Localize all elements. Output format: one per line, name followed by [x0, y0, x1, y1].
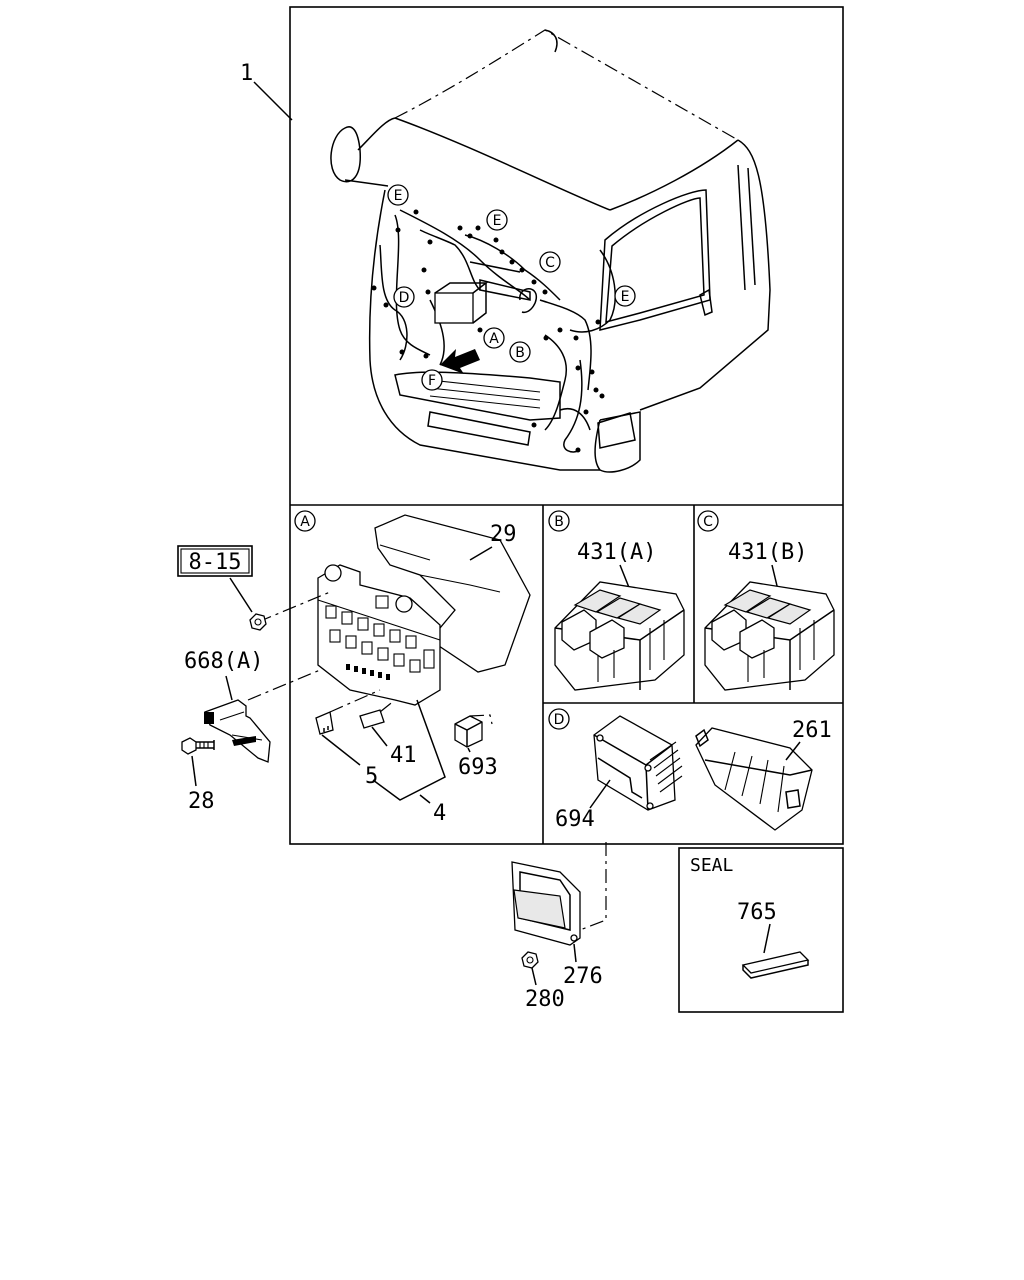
svg-text:E: E	[493, 213, 502, 229]
assembly-label: 1	[240, 61, 293, 121]
section-a-fuse-box: A 29	[247, 510, 531, 826]
svg-text:765: 765	[737, 900, 777, 925]
svg-text:F: F	[428, 373, 436, 389]
svg-text:8-15: 8-15	[189, 550, 242, 575]
section-c-relay-box-b: C 431(B)	[697, 510, 835, 691]
svg-text:D: D	[399, 290, 410, 306]
section-d-marker: D	[548, 708, 570, 730]
section-b-relay-box-a: B 431(A)	[548, 510, 685, 691]
callout-e-center: E	[486, 209, 508, 231]
svg-text:276: 276	[563, 964, 603, 989]
svg-text:A: A	[489, 331, 499, 347]
callout-a-main: A	[483, 327, 505, 349]
section-b-marker: B	[548, 510, 570, 532]
svg-text:E: E	[394, 188, 403, 204]
callout-d-main: D	[393, 286, 415, 308]
svg-text:C: C	[703, 514, 713, 530]
callout-c-main: C	[539, 251, 561, 273]
section-d-controller: D 694 261	[548, 708, 832, 832]
ecu-parts: 276 280	[511, 842, 607, 1012]
callout-f-main: F	[421, 369, 443, 391]
callout-e-left: E	[387, 184, 409, 206]
callout-markers: E E C E D A B F	[387, 184, 636, 391]
svg-text:4: 4	[433, 801, 446, 826]
section-c-marker: C	[697, 510, 719, 532]
svg-text:29: 29	[490, 522, 517, 547]
section-a-marker: A	[294, 510, 316, 532]
svg-text:5: 5	[365, 764, 378, 789]
svg-text:668(A): 668(A)	[184, 649, 263, 674]
seal-section: SEAL 765	[690, 855, 810, 979]
callout-b-main: B	[509, 341, 531, 363]
svg-text:693: 693	[458, 755, 498, 780]
svg-text:41: 41	[390, 743, 417, 768]
svg-text:694: 694	[555, 807, 595, 832]
callout-e-right: E	[614, 285, 636, 307]
svg-text:E: E	[621, 289, 630, 305]
svg-text:431(B): 431(B)	[728, 540, 807, 565]
svg-text:C: C	[545, 255, 555, 271]
svg-text:D: D	[554, 712, 565, 728]
external-parts-left: 8-15 668(A) 28	[177, 545, 271, 814]
svg-text:B: B	[515, 345, 525, 361]
svg-text:261: 261	[792, 718, 832, 743]
svg-text:1: 1	[240, 61, 253, 86]
svg-text:A: A	[300, 514, 310, 530]
svg-text:B: B	[554, 514, 564, 530]
svg-text:431(A): 431(A)	[577, 540, 656, 565]
ref-box-8-15: 8-15	[177, 545, 253, 577]
svg-text:280: 280	[525, 987, 565, 1012]
svg-text:28: 28	[188, 789, 215, 814]
svg-text:SEAL: SEAL	[690, 855, 734, 876]
truck-cab-illustration	[330, 29, 771, 473]
seal-panel	[678, 847, 844, 1013]
diagram-frames	[289, 6, 844, 1013]
